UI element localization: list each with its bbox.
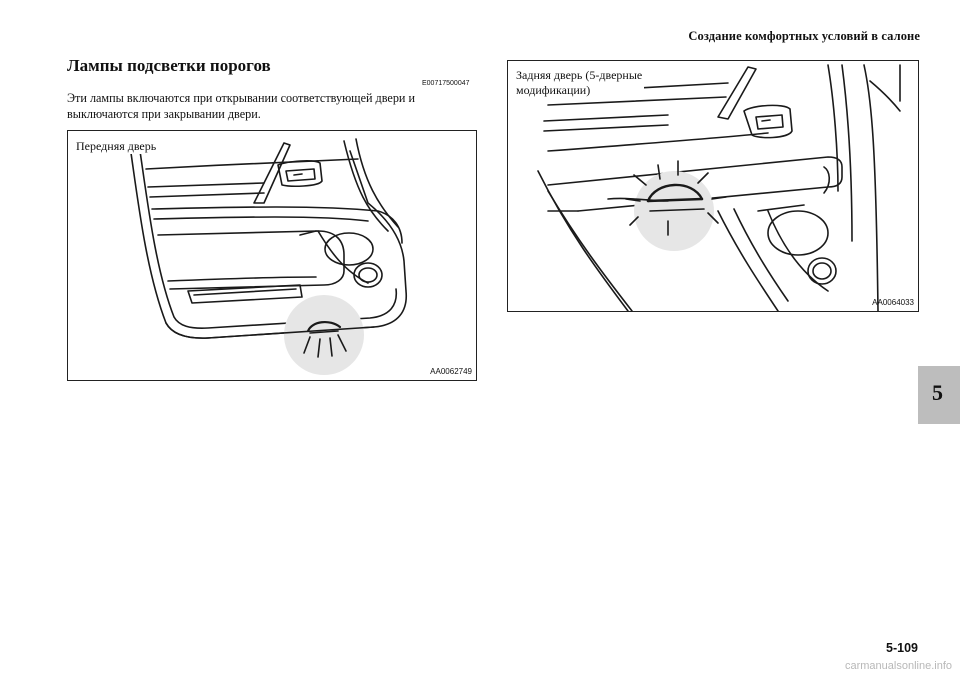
page-number: 5-109: [886, 641, 918, 655]
chapter-tab-number: 5: [932, 380, 943, 405]
section-title: Лампы подсветки порогов: [67, 56, 271, 75]
front-door-figure: Передняя дверь AA0062749: [67, 130, 477, 381]
chapter-tab: 5: [918, 366, 960, 424]
rear-door-figure: Задняя дверь (5-дверные модификации) AA0…: [507, 60, 919, 312]
front-door-figure-code: AA0062749: [430, 367, 472, 376]
running-header: Создание комфортных условий в салоне: [688, 29, 920, 43]
rear-door-label-line2: модификации): [516, 83, 591, 97]
rear-door-label-line1: Задняя дверь (5-дверные: [516, 68, 643, 82]
front-door-label: Передняя дверь: [76, 139, 159, 154]
rear-door-illustration: [537, 64, 901, 311]
front-door-illustration: [129, 138, 407, 375]
rear-door-label: Задняя дверь (5-дверные модификации): [516, 68, 645, 98]
rear-door-figure-code: AA0064033: [872, 298, 914, 307]
watermark: carmanualsonline.info: [844, 660, 952, 672]
section-code: E00717500047: [422, 80, 470, 87]
section-body: Эти лампы включаются при открывании соот…: [67, 91, 416, 121]
courtesy-lamp-highlight: [284, 295, 364, 375]
courtesy-lamp-highlight: [634, 171, 714, 251]
